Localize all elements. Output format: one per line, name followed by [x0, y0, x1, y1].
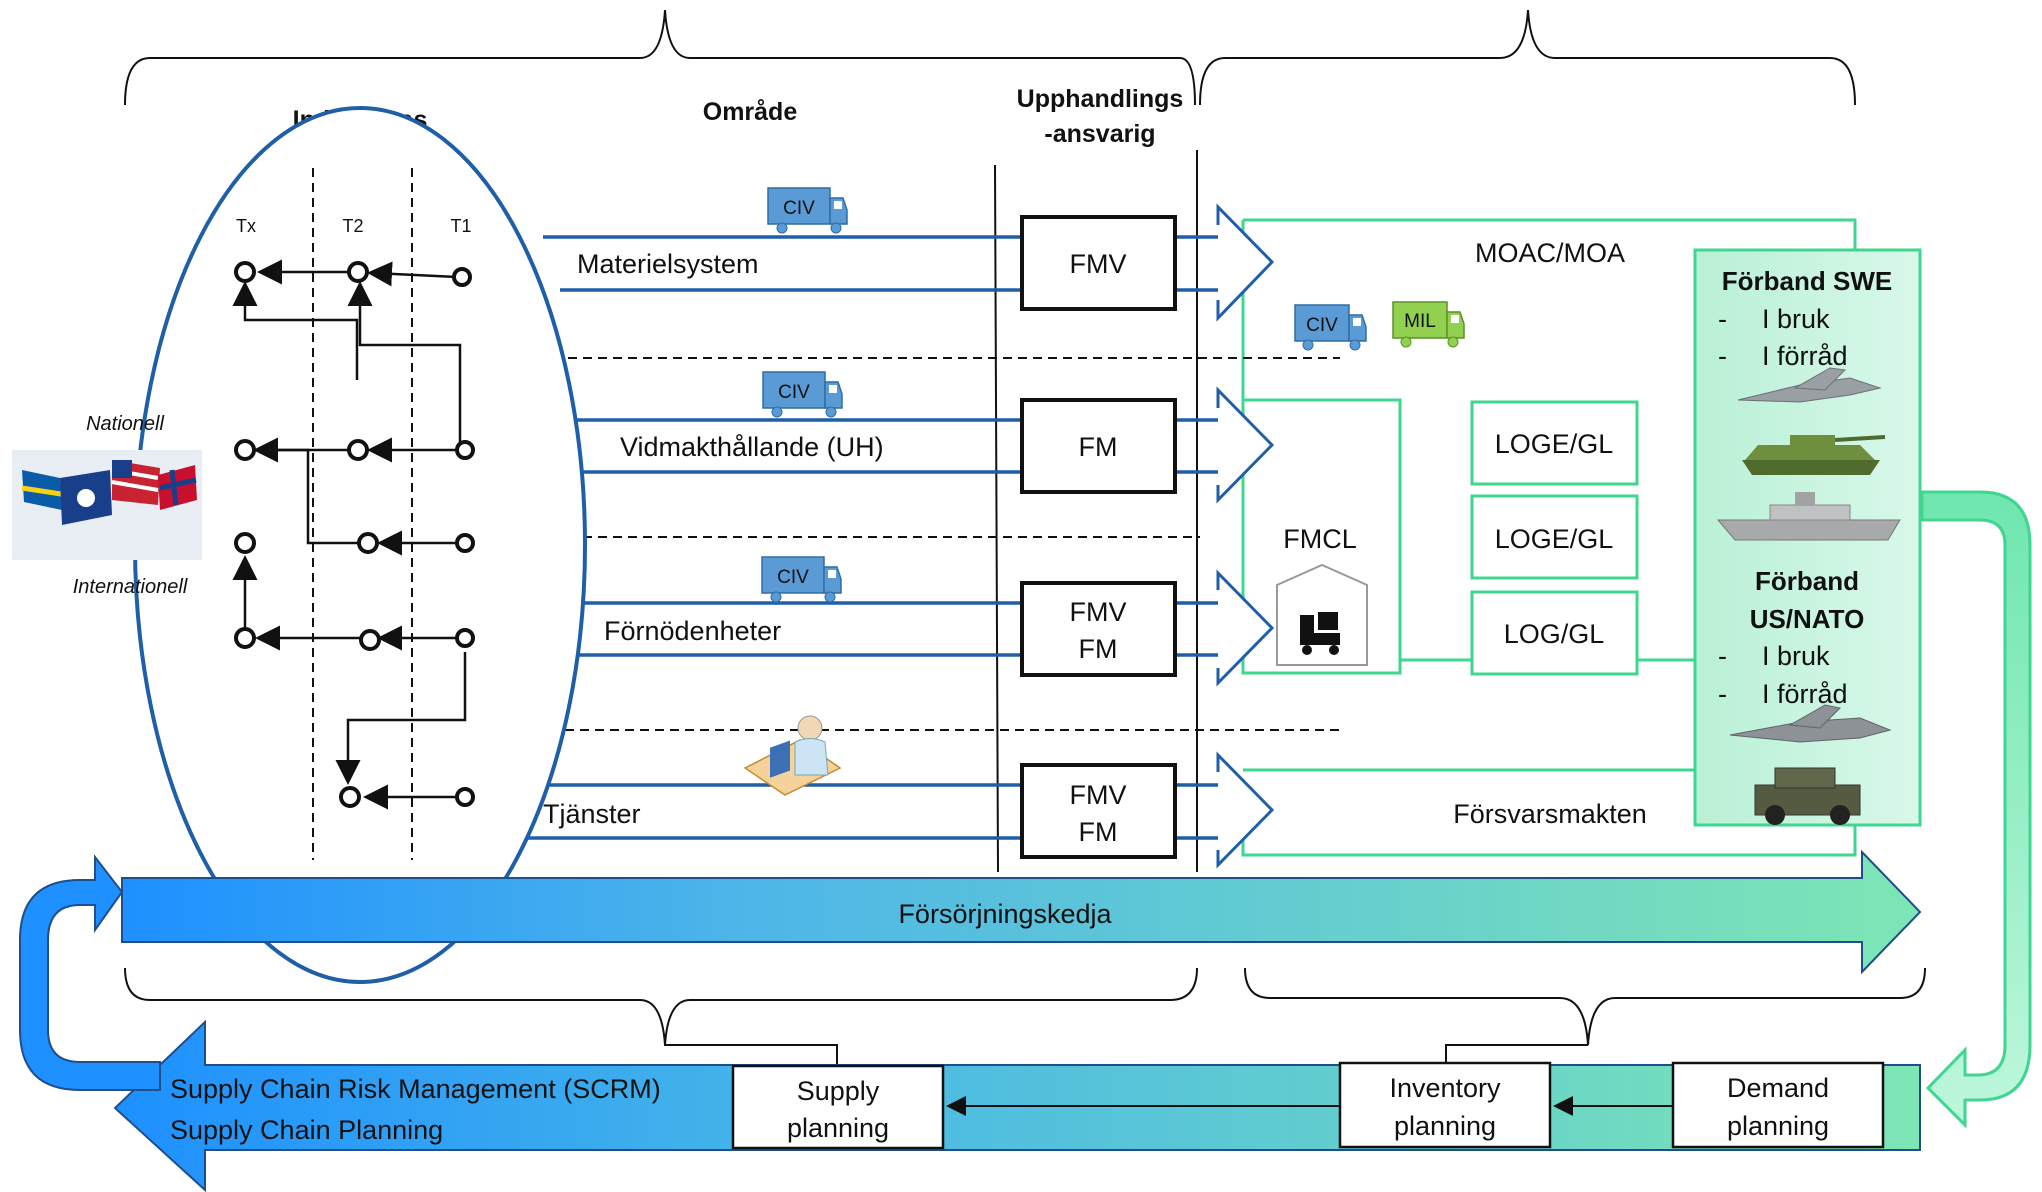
header-upphandling-2: -ansvarig — [1044, 120, 1155, 148]
units-nato-dash-2: - — [1718, 679, 1727, 709]
supply-chain-label: Försörjningskedja — [898, 899, 1112, 929]
truck-icon-row1: CIV — [767, 187, 848, 234]
demand-planning-box — [1671, 1061, 1885, 1149]
inventory-planning-line2: planning — [1394, 1111, 1496, 1141]
procurement-label-2: FM — [1079, 432, 1118, 462]
units-swe-item-1: I bruk — [1762, 304, 1830, 334]
units-swe-item-2: I förråd — [1762, 341, 1848, 371]
units-nato-item-1: I bruk — [1762, 641, 1830, 671]
units-swe-title: Förband SWE — [1722, 266, 1892, 296]
bottom-brace-right — [1244, 967, 1926, 1046]
loop-arrow — [19, 854, 161, 1091]
tier-label-tx: Tx — [236, 216, 256, 236]
units-nato-title-1: Förband — [1755, 566, 1859, 596]
brace-connector-right — [1445, 1044, 1588, 1062]
procurement-label-1: FMV — [1070, 249, 1127, 279]
units-swe-dash-2: - — [1718, 341, 1727, 371]
bottom-brace-left — [124, 967, 1198, 1046]
flow-arrowheads — [1216, 203, 1275, 869]
truck-icon-civ-moac: CIV — [1294, 304, 1367, 351]
moac-label: MOAC/MOA — [1475, 238, 1625, 268]
truck-label-mil-moac: MIL — [1404, 311, 1436, 332]
fmcl-box — [1241, 398, 1402, 675]
inventory-planning-box — [1338, 1061, 1552, 1149]
scrm-line-1: Supply Chain Risk Management (SCRM) — [170, 1074, 661, 1104]
region-label-national: Nationell — [86, 413, 164, 435]
ship-icon — [1716, 492, 1901, 541]
loge-gl-box-2 — [1470, 494, 1639, 580]
return-arrow — [1920, 490, 2032, 1129]
procurement-label-3a: FMV — [1070, 597, 1127, 627]
region-label-international: Internationell — [73, 576, 188, 598]
forsvarsmakten-label: Försvarsmakten — [1453, 799, 1647, 829]
humvee-icon — [1754, 767, 1861, 825]
flow-lines — [482, 235, 1222, 840]
header-upphandling-1: Upphandlings — [1017, 85, 1184, 113]
tank-icon — [1742, 435, 1886, 475]
units-nato-item-2: I förråd — [1762, 679, 1848, 709]
supply-planning-box — [731, 1064, 945, 1150]
procurement-box-3 — [1020, 581, 1177, 677]
supply-planning-line1: Supply — [797, 1076, 880, 1106]
top-brace-right — [1199, 9, 1856, 106]
scrm-line-2: Supply Chain Planning — [170, 1115, 443, 1145]
area-label-2: Vidmakthållande (UH) — [620, 432, 884, 462]
procurement-box-2 — [1020, 398, 1177, 494]
fighter-jet-icon — [1737, 367, 1882, 403]
demand-planning-line2: planning — [1727, 1111, 1829, 1141]
procurement-box-4 — [1020, 763, 1177, 859]
area-label-1: Materielsystem — [577, 249, 759, 279]
supply-planning-line2: planning — [787, 1113, 889, 1143]
inventory-planning-line1: Inventory — [1389, 1073, 1501, 1103]
log-gl-box — [1470, 590, 1639, 676]
log-gl-label: LOG/GL — [1504, 619, 1605, 649]
procurement-label-4b: FM — [1079, 817, 1118, 847]
loge-gl-label-2: LOGE/GL — [1495, 524, 1614, 554]
truck-label-row2: CIV — [778, 382, 810, 403]
demand-planning-line1: Demand — [1727, 1073, 1829, 1103]
area-label-4: Tjänster — [543, 799, 641, 829]
tier-label-t1: T1 — [450, 216, 471, 236]
fmcl-label: FMCL — [1283, 524, 1357, 554]
procurement-box-1 — [1020, 215, 1177, 311]
truck-icon-mil-moac: MIL — [1392, 301, 1465, 348]
fighter-jet-us-icon — [1729, 704, 1892, 743]
truck-icon-row2: CIV — [762, 371, 843, 418]
area-label-3: Förnödenheter — [604, 616, 781, 646]
header-omrade: Område — [703, 98, 798, 126]
truck-icon-row3: CIV — [761, 556, 842, 603]
units-nato-title-2: US/NATO — [1750, 604, 1865, 634]
loge-gl-label-1: LOGE/GL — [1495, 429, 1614, 459]
truck-label-row1: CIV — [783, 198, 815, 219]
separator-left — [994, 164, 999, 873]
truck-label-civ-moac: CIV — [1306, 315, 1338, 336]
units-nato-dash-1: - — [1718, 641, 1727, 671]
truck-label-row3: CIV — [777, 567, 809, 588]
service-person-icon — [743, 715, 842, 796]
supplier-nodes — [234, 261, 475, 808]
tier-label-t2: T2 — [342, 216, 363, 236]
procurement-label-3b: FM — [1079, 634, 1118, 664]
supplier-network — [232, 259, 467, 810]
flags-icon — [12, 450, 202, 560]
loge-gl-box-1 — [1470, 400, 1639, 486]
brace-connector-left — [664, 1044, 838, 1068]
top-brace-left — [124, 9, 1196, 106]
supply-chain-arrow — [121, 849, 1922, 975]
warehouse-icon — [1276, 563, 1368, 666]
units-swe-dash-1: - — [1718, 304, 1727, 334]
procurement-label-4a: FMV — [1070, 780, 1127, 810]
